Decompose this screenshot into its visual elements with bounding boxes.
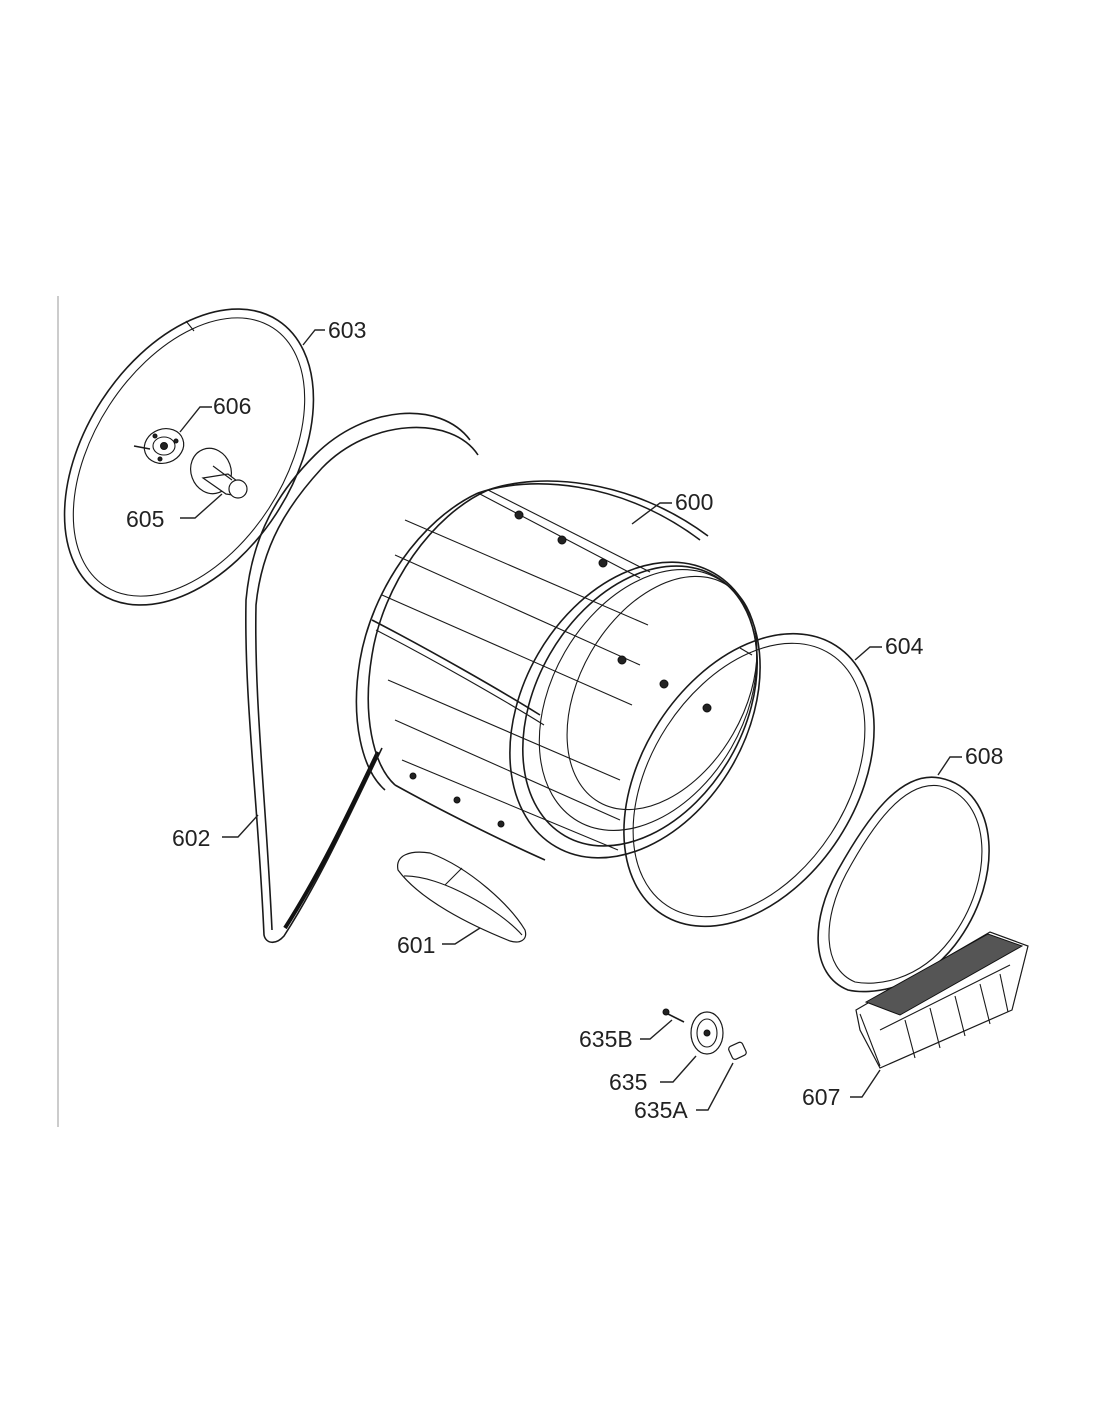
label-601: 601 [397, 932, 435, 958]
drum-part [355, 480, 761, 861]
shaft-mount-part [133, 428, 185, 464]
label-635: 635 [609, 1069, 647, 1095]
label-605: 605 [126, 506, 164, 532]
label-603: 603 [328, 317, 366, 343]
label-604: 604 [885, 633, 924, 659]
label-602: 602 [172, 825, 210, 851]
label-607: 607 [802, 1084, 840, 1110]
rear-seal-part [63, 308, 315, 606]
label-608: 608 [965, 743, 1003, 769]
drive-belt-part [245, 412, 479, 944]
roller-screw-part [662, 1008, 685, 1023]
roller-axle-part [728, 1041, 747, 1060]
label-635A: 635A [634, 1097, 688, 1123]
lint-filter-part [855, 931, 1029, 1069]
label-606: 606 [213, 393, 251, 419]
roller-part [690, 1011, 724, 1055]
front-seal-part [623, 632, 875, 928]
label-635B: 635B [579, 1026, 633, 1052]
bearing-part [190, 447, 248, 499]
filter-gasket-part [817, 776, 990, 993]
label-600: 600 [675, 489, 713, 515]
leader-lines [179, 329, 962, 1111]
baffle-part [397, 851, 527, 943]
